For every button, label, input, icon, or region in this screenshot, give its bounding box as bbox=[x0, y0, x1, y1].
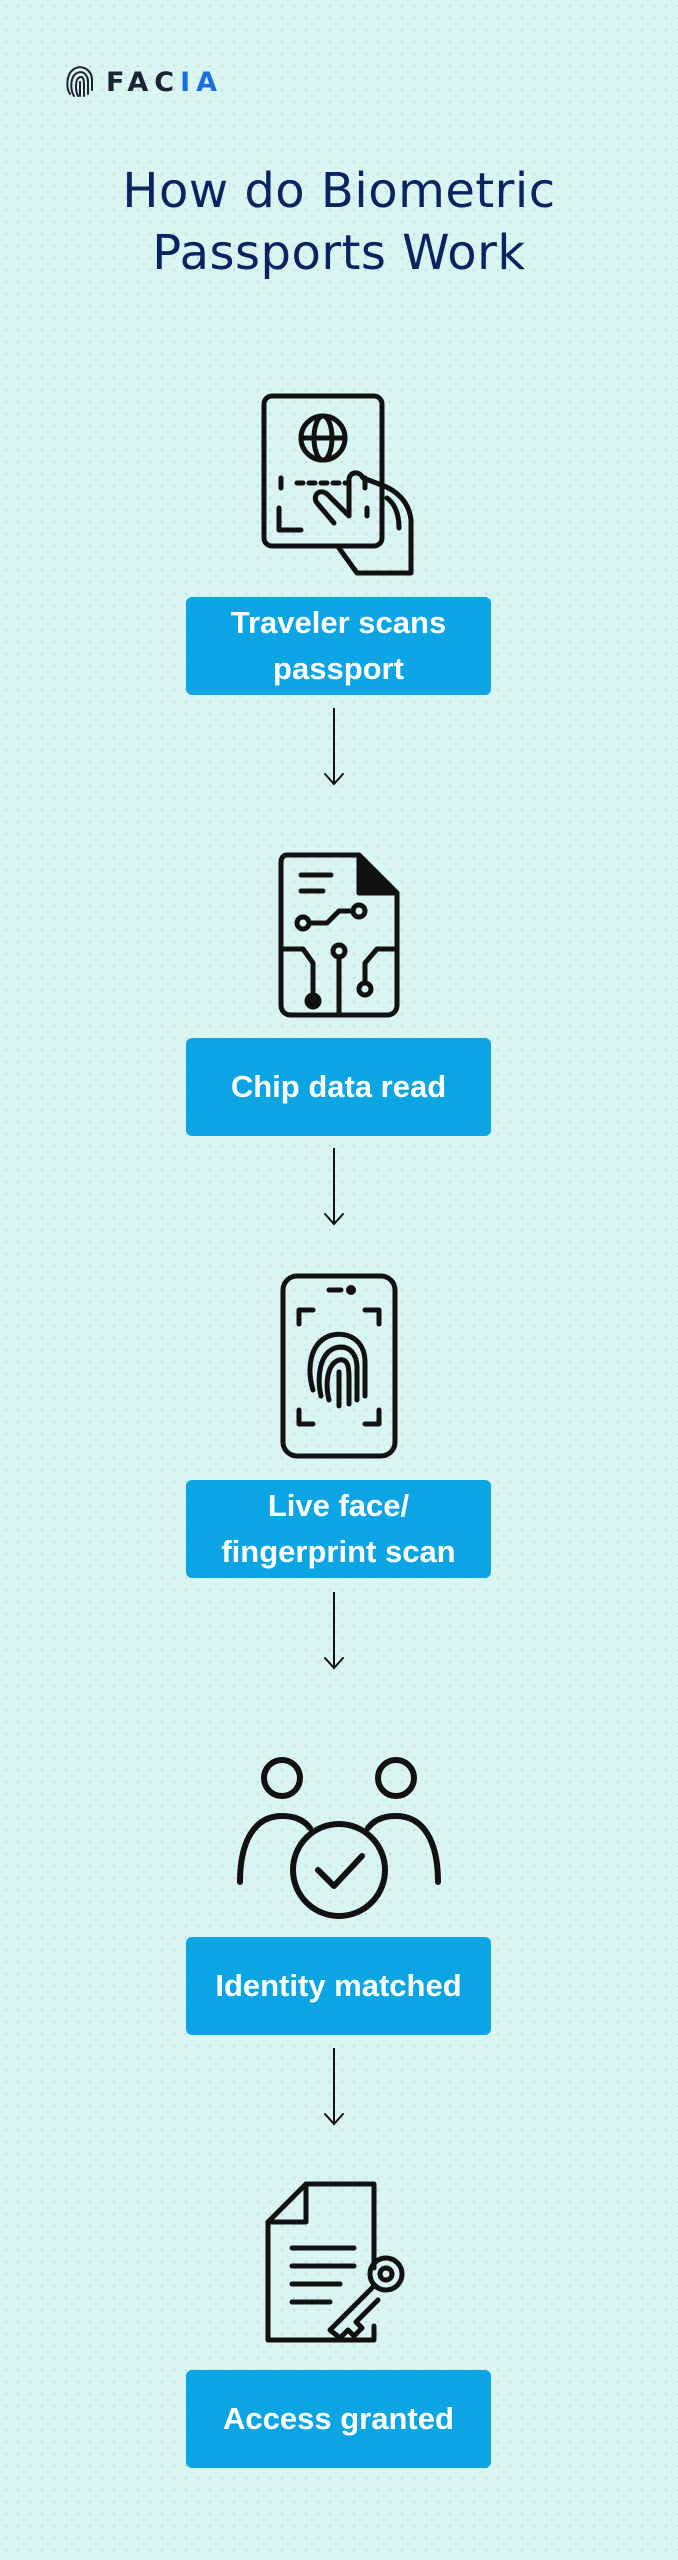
step-2-icon-wrap bbox=[0, 845, 678, 1020]
arrow-down-icon bbox=[324, 1148, 344, 1226]
users-check-icon bbox=[237, 1757, 441, 1919]
page-title-line-1: How do Biometric bbox=[122, 163, 556, 219]
fingerprint-icon bbox=[66, 66, 93, 97]
step-4-icon-wrap bbox=[0, 1752, 678, 1927]
step-4-label: Identity matched bbox=[186, 1937, 491, 2035]
chip-document-icon bbox=[278, 852, 400, 1018]
step-3-icon-wrap bbox=[0, 1270, 678, 1462]
page-title: How do Biometric Passports Work bbox=[0, 160, 678, 284]
brand-name: FACIA bbox=[106, 66, 224, 98]
step-1-label: Traveler scans passport bbox=[186, 597, 491, 695]
page-title-line-2: Passports Work bbox=[152, 225, 526, 281]
passport-hand-icon bbox=[261, 393, 414, 576]
step-1-icon-wrap bbox=[0, 388, 678, 578]
arrow-down-icon bbox=[324, 708, 344, 786]
document-key-icon bbox=[265, 2181, 405, 2343]
step-5-label: Access granted bbox=[186, 2370, 491, 2468]
step-5-icon-wrap bbox=[0, 2180, 678, 2345]
phone-fingerprint-icon bbox=[280, 1273, 398, 1459]
step-2-label: Chip data read bbox=[186, 1038, 491, 1136]
step-3-label: Live face/ fingerprint scan bbox=[186, 1480, 491, 1578]
arrow-down-icon bbox=[324, 2048, 344, 2126]
arrow-down-icon bbox=[324, 1592, 344, 1670]
brand-logo: FACIA bbox=[62, 60, 223, 104]
